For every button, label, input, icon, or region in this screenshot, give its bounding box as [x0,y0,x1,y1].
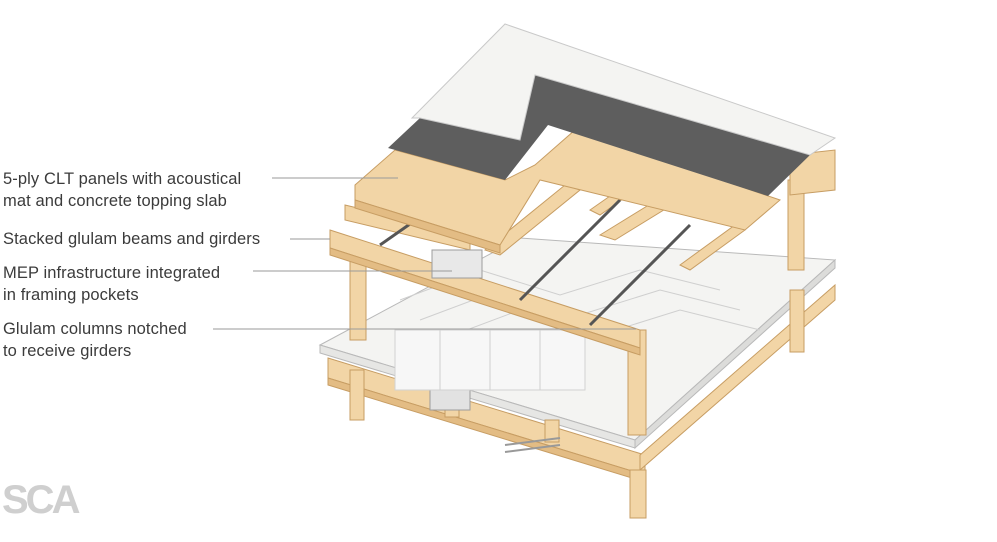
clt-panel [354,129,781,254]
callout-glulam-line1: Stacked glulam beams and girders [3,230,261,248]
leader-lines [213,177,636,330]
glulam-columns [349,179,805,436]
callout-clt-panels: 5-ply CLT panels with acoustical mat and… [3,168,241,212]
callout-columns-line2: to receive girders [3,342,132,360]
callout-clt-line2: mat and concrete topping slab [3,192,227,210]
acoustical-mat [388,75,810,196]
callout-mep-line1: MEP infrastructure integrated [3,264,221,282]
callout-glulam-beams: Stacked glulam beams and girders [3,228,260,250]
callout-mep: MEP infrastructure integrated in framing… [3,262,220,306]
callout-mep-line2: in framing pockets [3,286,139,304]
callout-columns: Glulam columns notched to receive girder… [3,318,187,362]
concrete-topping [410,23,837,156]
sca-logo: SCA [2,478,80,522]
upper-mep-duct [431,249,483,279]
callout-clt-line1: 5-ply CLT panels with acoustical [3,170,242,188]
callout-columns-line1: Glulam columns notched [3,320,187,338]
mep-grid [394,269,761,391]
